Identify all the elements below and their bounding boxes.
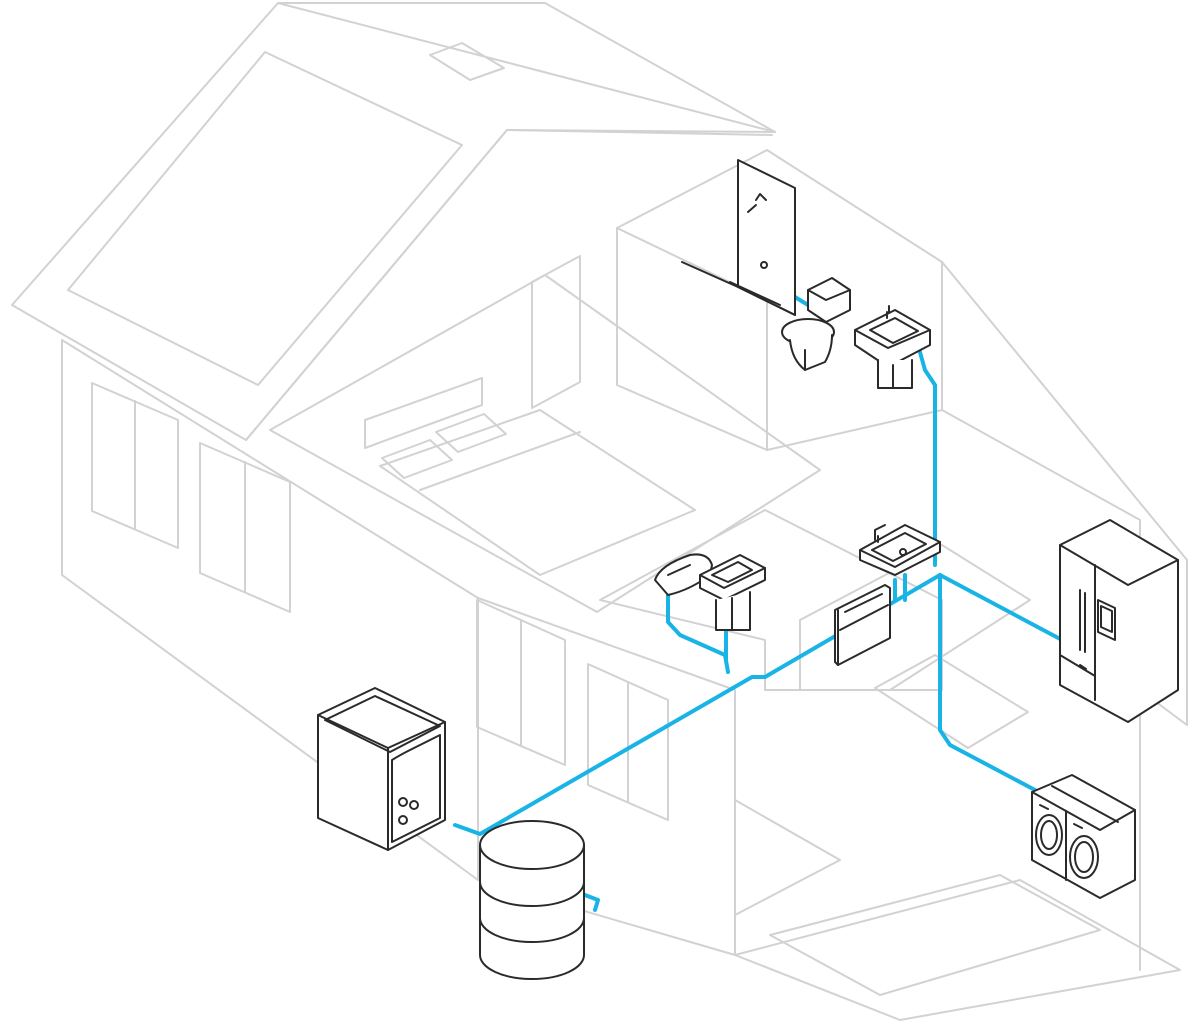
skylight — [67, 51, 463, 386]
pillow-1 — [381, 439, 453, 479]
sink-icon — [854, 305, 931, 389]
toilet-icon — [654, 553, 713, 596]
pipe-main-line — [453, 573, 942, 836]
bed-frame — [364, 377, 483, 449]
pipe-network — [453, 295, 1064, 912]
interior-door — [531, 255, 581, 409]
kitchen-sink-icon — [859, 524, 941, 576]
roof-ridge — [277, 2, 776, 133]
washer-dryer-icon — [1031, 774, 1136, 899]
pipe-dishwasher — [893, 573, 907, 602]
front-base — [734, 879, 1181, 1021]
pipe-tank — [583, 893, 600, 912]
porch-lines — [769, 874, 1101, 996]
sink-icon — [699, 554, 766, 631]
dishwasher-icon — [834, 584, 891, 666]
window-left-1 — [91, 382, 179, 549]
pillow-2 — [435, 413, 507, 453]
water-heater-icon — [317, 687, 446, 851]
front-porch — [734, 799, 841, 916]
upper-floor — [269, 274, 821, 613]
roof-front-edge — [245, 129, 773, 441]
pipe-riser — [916, 343, 937, 567]
fixtures — [317, 159, 1179, 980]
kitchen-island — [874, 654, 1029, 749]
toilet-icon — [781, 277, 851, 371]
house-outline — [11, 2, 1188, 1021]
bed-lines — [419, 431, 581, 491]
upstairs-bathroom-floor — [616, 227, 768, 451]
window-front-2 — [587, 663, 669, 821]
shower-icon — [681, 159, 796, 316]
pipe-washer — [938, 573, 1037, 792]
refrigerator-icon — [1059, 519, 1179, 723]
pipe-upstairs-toilet — [793, 295, 810, 307]
pipe-refrigerator — [938, 573, 1064, 642]
roof-vent — [429, 42, 505, 81]
water-tank-icon — [479, 820, 585, 980]
roof-left-slope — [11, 2, 776, 441]
window-left-2 — [199, 442, 291, 613]
bed-mattress — [379, 409, 696, 576]
